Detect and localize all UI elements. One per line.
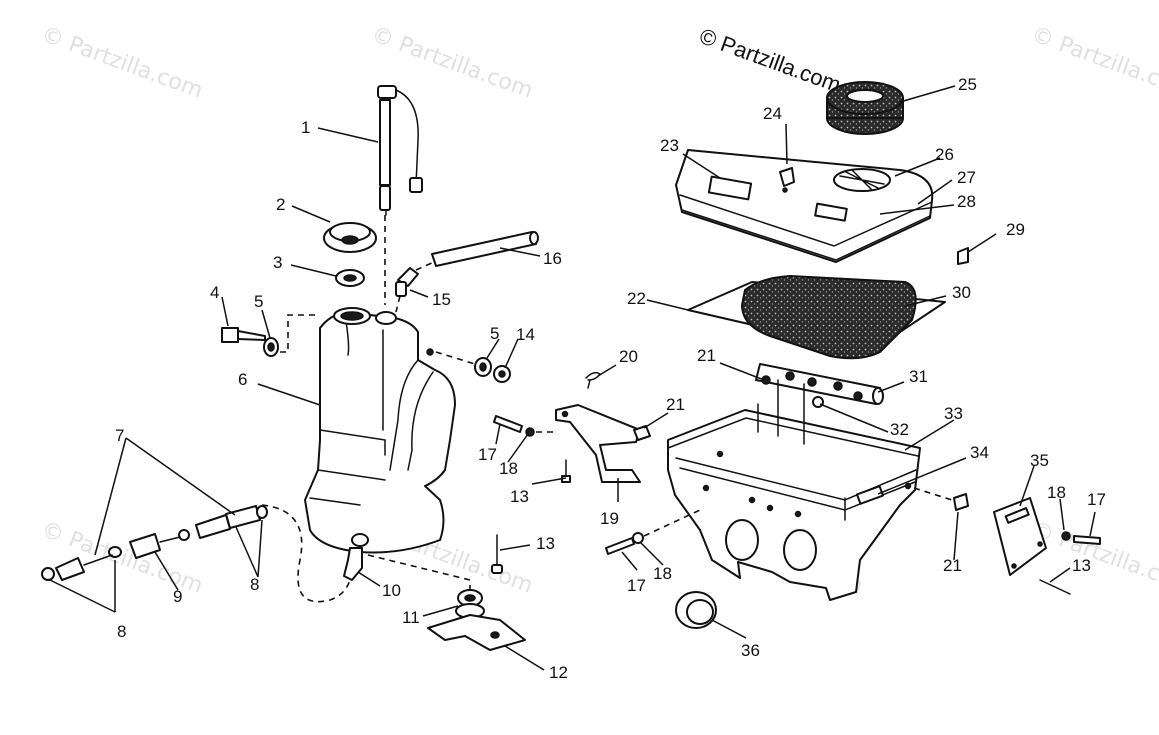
bolt-part-17-bottom — [605, 532, 644, 555]
callout-21: 21 — [943, 556, 962, 575]
elbow-guide-line — [395, 295, 401, 313]
leader-lines — [49, 85, 1096, 671]
callout-14: 14 — [516, 325, 535, 344]
callout-18: 18 — [653, 564, 672, 583]
airbox-lid-part-23 — [675, 149, 934, 263]
tab-part-29 — [957, 247, 969, 265]
callout-15: 15 — [432, 290, 451, 309]
bolt-guide-line — [280, 314, 320, 353]
callout-32: 32 — [890, 420, 909, 439]
right-nut-guide — [913, 487, 953, 501]
line-fittings-part-7-8-9 — [41, 505, 268, 581]
callout-35: 35 — [1030, 451, 1049, 470]
elbow-fitting-part-15 — [395, 267, 419, 297]
foam-filter-part-30 — [740, 274, 917, 360]
grommet-part-11 — [455, 589, 485, 619]
watermark: © Partzilla.com — [1028, 22, 1159, 104]
gasket-part-3 — [335, 269, 365, 287]
callout-17: 17 — [478, 445, 497, 464]
callout-13: 13 — [510, 487, 529, 506]
watermark-layer: © Partzilla.com © Partzilla.com © Partzi… — [38, 22, 1159, 599]
callout-19: 19 — [600, 509, 619, 528]
oil-tank-part-6 — [304, 307, 456, 554]
callout-12: 12 — [549, 663, 568, 682]
nut-part-21-right — [953, 493, 969, 511]
callout-26: 26 — [935, 145, 954, 164]
bolt-part-4 — [221, 327, 266, 343]
callout-8: 8 — [117, 622, 126, 641]
callout-29: 29 — [1006, 220, 1025, 239]
callout-10: 10 — [382, 581, 401, 600]
callout-30: 30 — [952, 283, 971, 302]
callout-18: 18 — [1047, 483, 1066, 502]
nut-part-21-left — [633, 425, 651, 441]
manifold-tube-part-31 — [755, 363, 884, 408]
sender-part-1 — [377, 85, 423, 216]
callout-1: 1 — [301, 118, 310, 137]
credit-text: © Partzilla.com — [696, 23, 844, 97]
callout-24: 24 — [763, 104, 782, 123]
nut-part-14 — [493, 365, 511, 383]
washer-part-5-right — [474, 357, 492, 377]
callout-5: 5 — [254, 292, 263, 311]
bracket-part-19 — [555, 404, 641, 483]
callout-17: 17 — [627, 576, 646, 595]
callout-8: 8 — [250, 575, 259, 594]
callout-27: 27 — [957, 168, 976, 187]
callout-22: 22 — [627, 289, 646, 308]
callout-36: 36 — [741, 641, 760, 660]
callout-3: 3 — [273, 253, 282, 272]
washer-part-5-left — [263, 337, 279, 357]
nut-guide-line — [435, 351, 479, 366]
callout-11: 11 — [402, 608, 420, 627]
bracket-part-12 — [427, 614, 526, 651]
callout-28: 28 — [957, 192, 976, 211]
airbox-base-part-33 — [667, 379, 921, 601]
callout-25: 25 — [958, 75, 977, 94]
hose-guide-line — [415, 261, 435, 271]
plate-part-35 — [993, 497, 1047, 576]
callout-7: 7 — [115, 426, 124, 445]
callout-21: 21 — [697, 346, 716, 365]
filter-element-part-25 — [826, 81, 904, 135]
fitting-part-10 — [343, 547, 363, 581]
callout-13: 13 — [536, 534, 555, 553]
callout-31: 31 — [909, 367, 928, 386]
tank-cap-part-2 — [323, 222, 377, 253]
callout-5: 5 — [490, 324, 499, 343]
fuel-line-guide — [261, 504, 351, 603]
callout-16: 16 — [543, 249, 562, 268]
clip-part-24 — [779, 167, 795, 193]
watermark: © Partzilla.com — [1028, 517, 1159, 599]
boot-part-36 — [675, 591, 717, 629]
bolt-part-17-right — [1061, 531, 1101, 545]
clip-part-20 — [585, 371, 602, 389]
callout-labels: 1 2 3 4 5 5 6 7 8 8 9 10 11 12 13 13 13 … — [115, 75, 1106, 682]
callout-21: 21 — [666, 395, 685, 414]
callout-18: 18 — [499, 459, 518, 478]
callout-2: 2 — [276, 195, 285, 214]
callout-13: 13 — [1072, 556, 1091, 575]
screw-part-13-mid — [561, 459, 571, 483]
callout-20: 20 — [619, 347, 638, 366]
hose-part-16 — [431, 231, 539, 267]
screw-part-13-right — [1039, 579, 1071, 595]
screw-part-13-bottom — [491, 534, 503, 574]
callout-23: 23 — [660, 136, 679, 155]
callout-6: 6 — [238, 370, 247, 389]
callout-34: 34 — [970, 443, 989, 462]
watermark: © Partzilla.com — [38, 22, 206, 104]
tank-outlet-guide — [367, 554, 471, 590]
callout-33: 33 — [944, 404, 963, 423]
callout-4: 4 — [210, 283, 219, 302]
callout-17: 17 — [1087, 490, 1106, 509]
callout-9: 9 — [173, 587, 182, 606]
